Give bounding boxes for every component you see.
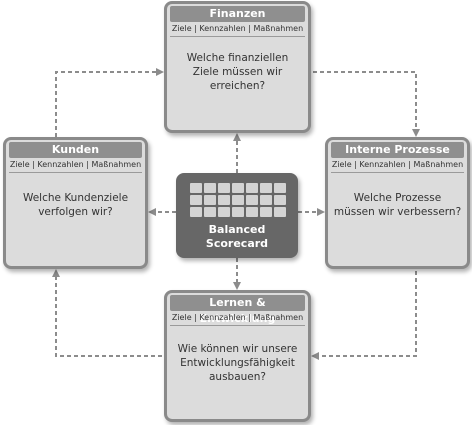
question-line: müssen wir verbessern? [333,206,462,218]
perspective-question: Welche Kundenziele verfolgen wir? [6,191,145,219]
scorecard-grid-cell [190,207,202,217]
perspective-question: Wie können wir unsere Entwicklungsfähigk… [167,342,308,384]
arrow-finanzen-to-prozesse [313,71,420,137]
question-line: verfolgen wir? [38,206,113,218]
scorecard-grid-cell [204,195,216,205]
scorecard-grid-cell [190,183,202,193]
scorecard-grid-cell [204,183,216,193]
perspective-title: Kunden [9,142,142,158]
question-line: Wie können wir unsere [177,343,298,355]
balanced-scorecard-center: Balanced Scorecard [176,173,298,258]
question-line: Entwicklungsfähigkeit [180,357,295,369]
arrow-kunden-to-finanzen [55,68,164,137]
scorecard-grid-cell [274,207,286,217]
scorecard-grid-cell [232,183,244,193]
scorecard-grid-cell [218,207,230,217]
perspective-question: Welche finanziellen Ziele müssen wir err… [167,51,308,93]
perspective-title: Interne Prozesse [331,142,464,158]
perspective-subtitle: Ziele | Kennzahlen | Maßnahmen [331,158,464,173]
question-line: Welche Kundenziele [22,192,129,204]
perspective-title: Finanzen [170,6,305,22]
scorecard-grid-cell [232,207,244,217]
question-line: Ziele müssen wir [192,66,283,78]
perspective-subtitle: Ziele | Kennzahlen | Maßnahmen [9,158,142,173]
arrow-prozesse-to-lernen [311,271,417,360]
question-line: ausbauen? [208,371,266,383]
scorecard-grid-cell [218,183,230,193]
scorecard-grid-cell [232,195,244,205]
perspective-subtitle: Ziele | Kennzahlen | Maßnahmen [170,311,305,326]
scorecard-grid-cell [246,183,258,193]
question-line: Welche finanziellen [186,52,289,64]
perspective-lernen-entwicklung: Lernen & Entwicklung Ziele | Kennzahlen … [164,290,311,422]
scorecard-grid-cell [274,183,286,193]
scorecard-grid-cell [260,207,272,217]
scorecard-grid-cell [190,195,202,205]
perspective-subtitle: Ziele | Kennzahlen | Maßnahmen [170,22,305,37]
arrow-lernen-to-kunden [52,269,162,357]
scorecard-grid-icon [190,183,286,219]
perspective-question: Welche Prozesse müssen wir verbessern? [328,191,467,219]
scorecard-grid-cell [246,195,258,205]
scorecard-grid-cell [260,195,272,205]
perspective-kunden: Kunden Ziele | Kennzahlen | Maßnahmen We… [3,137,148,269]
scorecard-grid-cell [218,195,230,205]
center-label-line: Scorecard [205,237,269,250]
scorecard-grid-cell [274,195,286,205]
perspective-interne-prozesse: Interne Prozesse Ziele | Kennzahlen | Ma… [325,137,470,269]
perspective-title: Lernen & Entwicklung [170,295,305,325]
scorecard-grid-cell [204,207,216,217]
scorecard-grid-cell [246,207,258,217]
perspective-finanzen: Finanzen Ziele | Kennzahlen | Maßnahmen … [164,1,311,133]
question-line: Welche Prozesse [353,192,442,204]
question-line: erreichen? [209,80,266,92]
center-label-line: Balanced [208,223,266,236]
scorecard-grid-cell [260,183,272,193]
center-label: Balanced Scorecard [176,223,298,251]
